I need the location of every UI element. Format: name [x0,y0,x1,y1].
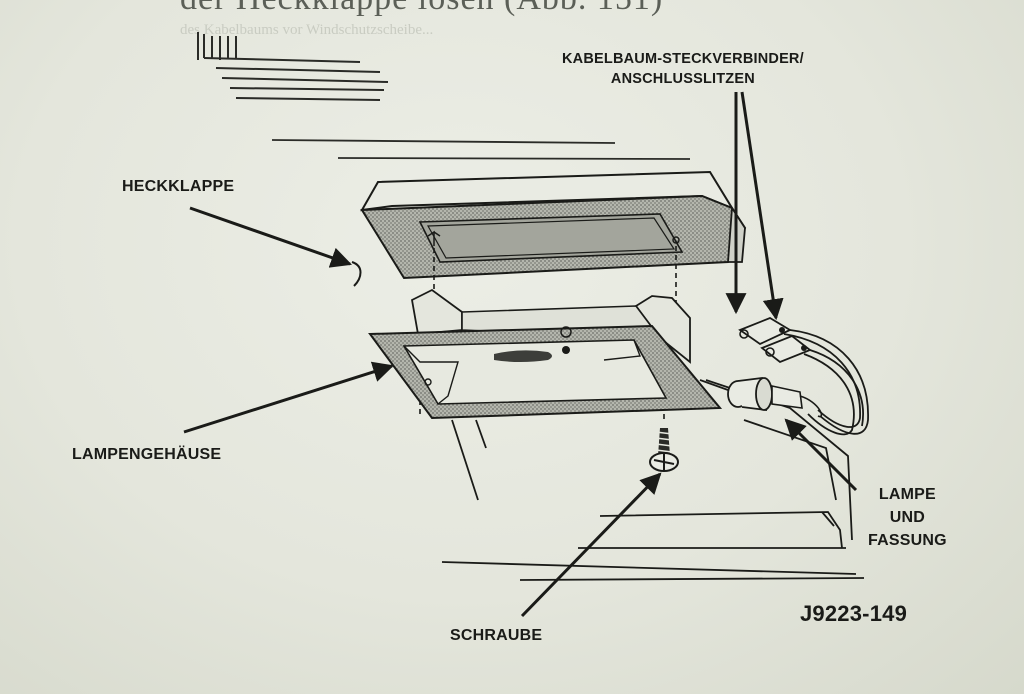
vehicle-body-lines [271,139,691,160]
label-kabelbaum-line2: ANSCHLUSSLITZEN [610,71,755,87]
label-schraube: SCHRAUBE [450,627,543,644]
wiring-harness-connector [738,316,869,436]
callout-arrows [183,91,858,618]
tailgate-part [360,170,747,280]
arrow-schraube [520,472,662,618]
lamp-housing-part [368,288,723,501]
label-kabelbaum-line1: KABELBAUM-STECKVERBINDER/ [562,51,804,67]
decorative-header-strokes [197,32,389,101]
arrow-heckklappe [189,206,352,268]
lamp-and-socket-part [699,376,823,418]
bleed-through-text: des Kabelbaums vor Windschutzscheibe... [180,22,434,38]
label-lampe-line3: FASSUNG [868,532,947,549]
label-heckklappe: HECKKLAPPE [122,178,235,195]
arrow-kabelbaum-2 [740,91,784,321]
page-heading: der Heckklappe lösen (Abb. 151) [180,0,663,18]
label-lampe-line2: UND [889,509,925,526]
screw-part [649,428,679,472]
label-lampe-line1: LAMPE [878,486,936,503]
label-lampe-und-fassung: LAMPE UND FASSUNG [868,483,947,552]
arrow-lampengehaeuse [183,361,395,434]
label-lampengehaeuse: LAMPENGEHÄUSE [72,446,222,463]
arrow-lampe-fassung [784,418,858,492]
figure-code: J9223-149 [800,601,908,626]
label-kabelbaum-steckverbinder: KABELBAUM-STECKVERBINDER/ ANSCHLUSSLITZE… [562,49,804,89]
